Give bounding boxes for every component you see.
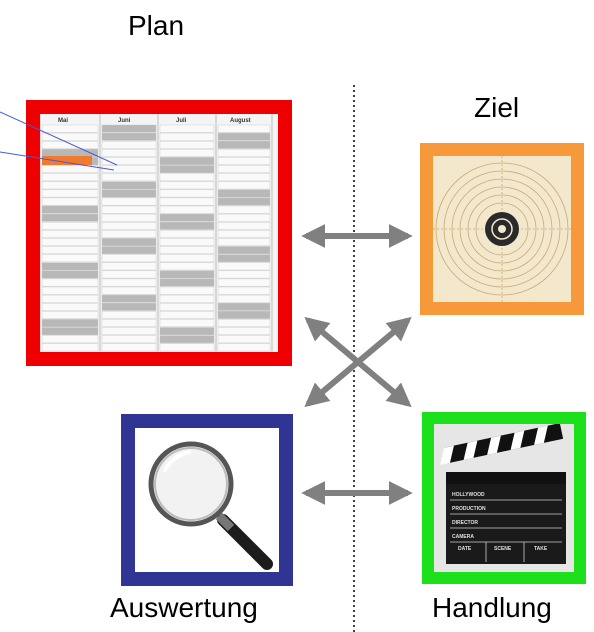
ziel-label: Ziel	[474, 92, 520, 123]
auswertung-magnifier-image	[121, 414, 293, 586]
plan-label: Plan	[128, 10, 185, 41]
handlung-label: Handlung	[432, 592, 552, 623]
clapper-line-0: HOLLYWOOD	[452, 492, 485, 498]
clapper-line-6: TAKE	[534, 546, 548, 552]
pointer-line-1	[0, 111, 118, 166]
clapperboard-icon: HOLLYWOOD PRODUCTION DIRECTOR CAMERA DAT…	[434, 424, 574, 572]
pointer-line-2	[0, 151, 115, 171]
plan-calendar-image: Mai Juni Juli August	[26, 100, 292, 366]
clapper-line-5: SCENE	[494, 546, 512, 552]
target-icon	[433, 156, 571, 302]
calendar-month-1: Juni	[118, 118, 131, 124]
ziel-target-image	[420, 143, 584, 315]
calendar-month-0: Mai	[58, 118, 68, 124]
clapper-line-1: PRODUCTION	[452, 506, 486, 512]
calendar-month-3: August	[230, 118, 251, 124]
calendar-month-2: Juli	[176, 118, 187, 124]
arrow-ziel-auswertung	[304, 316, 412, 408]
magnifying-glass-icon	[135, 428, 279, 572]
clapper-line-3: CAMERA	[452, 534, 474, 540]
calendar-icon: Mai Juni Juli August	[40, 114, 278, 352]
clapper-line-2: DIRECTOR	[452, 520, 478, 526]
handlung-clapperboard-image: HOLLYWOOD PRODUCTION DIRECTOR CAMERA DAT…	[422, 412, 586, 584]
clapper-line-4: DATE	[458, 546, 472, 552]
auswertung-label: Auswertung	[110, 592, 258, 623]
calendar-highlight	[42, 156, 92, 165]
